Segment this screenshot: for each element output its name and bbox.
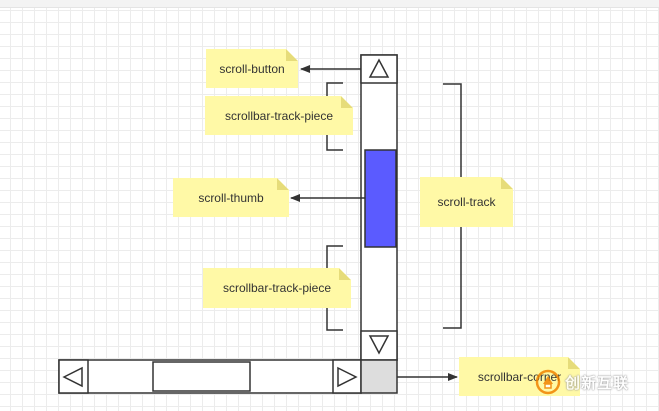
triangle-down-icon xyxy=(368,335,390,355)
triangle-left-icon xyxy=(62,366,83,388)
label-track-piece-bottom-text: scrollbar-track-piece xyxy=(222,281,332,295)
triangle-up-icon xyxy=(368,58,390,78)
watermark-text: 创新互联 xyxy=(565,373,630,392)
label-scroll-button-text: scroll-button xyxy=(219,61,285,76)
label-track-piece-top: scrollbar-track-piece xyxy=(205,96,353,135)
scrollbar-corner-box xyxy=(360,359,398,394)
label-scroll-track: scroll-track xyxy=(420,177,513,227)
label-scroll-thumb-text: scroll-thumb xyxy=(198,190,264,205)
label-scroll-thumb: scroll-thumb xyxy=(173,178,289,217)
label-track-piece-bottom: scrollbar-track-piece xyxy=(203,268,351,308)
label-track-piece-top-text: scrollbar-track-piece xyxy=(224,108,334,123)
scroll-thumb-shape xyxy=(364,149,397,248)
triangle-right-icon xyxy=(337,366,358,388)
logo-icon xyxy=(535,369,561,395)
label-scroll-track-text: scroll-track xyxy=(437,195,496,209)
watermark: 创新互联 xyxy=(535,369,629,395)
horizontal-thumb xyxy=(152,361,251,392)
canvas-top-strip xyxy=(0,0,659,8)
label-scroll-button: scroll-button xyxy=(206,49,298,88)
